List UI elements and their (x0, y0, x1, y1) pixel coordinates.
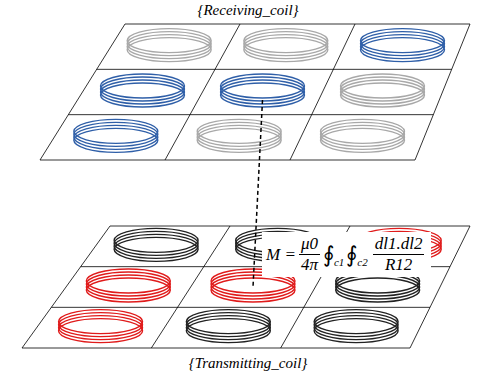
grid-line (40, 160, 415, 161)
grid-line (51, 307, 430, 308)
contour-integral: ∮ (346, 242, 357, 268)
coil (86, 269, 170, 302)
grid-line (68, 114, 433, 115)
coil (101, 74, 185, 107)
grid-line (22, 348, 410, 349)
mutual-inductance-formula: M =μ04π∮c1∮c2dl1.dl2R12 (262, 232, 431, 277)
coil (314, 310, 398, 343)
grid-line (40, 24, 125, 160)
plane-label: {Receiving_coil} (197, 2, 298, 19)
coil-turn (74, 128, 158, 152)
coil-turn (314, 319, 398, 343)
contour-integral: ∮ (323, 242, 334, 268)
formula-lhs: M = (266, 245, 296, 265)
integral-subscript: c2 (357, 256, 367, 268)
grid-line (97, 69, 452, 70)
coil-turn (197, 128, 281, 152)
coil (197, 119, 281, 152)
coil-plane (22, 226, 470, 348)
coil (114, 228, 198, 261)
coil (127, 29, 211, 62)
denominator: 4π (299, 255, 320, 275)
coil (186, 310, 270, 343)
coil (74, 119, 158, 152)
fraction: μ04π (299, 234, 320, 275)
coil-turn (101, 83, 185, 107)
denominator: R12 (383, 255, 414, 275)
coil-turn (114, 237, 198, 261)
grid-line (110, 226, 470, 227)
coil (244, 29, 328, 62)
coil-turn (321, 128, 405, 152)
plane-label: {Transmitting_coil} (189, 355, 308, 372)
coil-turn (186, 319, 270, 343)
grid-line (125, 24, 470, 25)
coil-turn (211, 278, 295, 302)
coil-turn (361, 38, 445, 62)
coil-turn (336, 278, 420, 302)
coil-turn (86, 278, 170, 302)
coil-turn (244, 38, 328, 62)
grid-line (22, 226, 110, 348)
integral-subscript: c1 (334, 256, 344, 268)
coil (59, 310, 143, 343)
numerator: dl1.dl2 (373, 234, 425, 255)
fraction: dl1.dl2R12 (373, 234, 425, 275)
coil (361, 29, 445, 62)
coil (341, 74, 425, 107)
numerator: μ0 (299, 234, 320, 255)
coil (321, 119, 405, 152)
coil-turn (127, 38, 211, 62)
coil-turn (59, 319, 143, 343)
coil-turn (341, 83, 425, 107)
coil-plane (40, 24, 470, 160)
